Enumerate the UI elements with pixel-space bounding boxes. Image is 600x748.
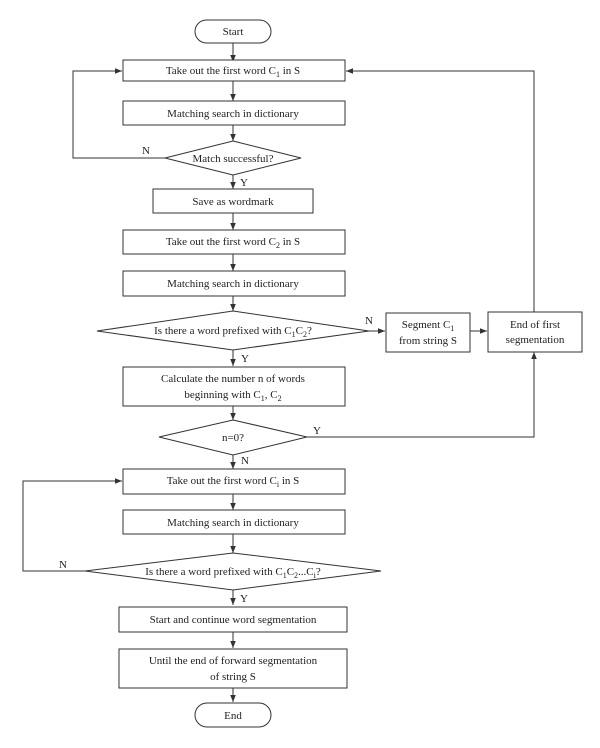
node-take-ci: Take out the first word Ci in S <box>122 468 346 495</box>
node-prefix-ci: Is there a word prefixed with C1C2...Ci? <box>84 552 382 591</box>
node-match2-label: Matching search in dictionary <box>167 278 299 290</box>
node-take-c1: Take out the first word C1 in S <box>122 59 346 82</box>
label-prefix-ci-yes: Y <box>240 593 248 605</box>
node-until-end-line1: Until the end of forward segmentation <box>149 655 318 667</box>
node-end-first-line2: segmentation <box>506 334 565 346</box>
node-prefix-c1c2: Is there a word prefixed with C1C2? <box>96 310 370 351</box>
node-end: End <box>194 702 272 728</box>
node-prefix-ci-label: Is there a word prefixed with C1C2...Ci? <box>145 566 321 580</box>
connectors <box>22 43 537 702</box>
node-take-c2-label: Take out the first word C2 in S <box>166 236 300 250</box>
node-calc-n-line2: beginning with C1, C2 <box>184 389 281 403</box>
label-match-yes: Y <box>240 177 248 189</box>
edge-nzero-yes <box>307 352 537 438</box>
node-match1: Matching search in dictionary <box>122 100 346 126</box>
node-end-first: End of first segmentation <box>487 311 583 353</box>
node-match2: Matching search in dictionary <box>122 270 346 297</box>
node-start-label: Start <box>223 26 244 38</box>
label-prefix-c1c2-no: N <box>365 315 373 327</box>
node-start-continue-label: Start and continue word segmentation <box>150 614 317 626</box>
label-prefix-c1c2-yes: Y <box>241 353 249 365</box>
node-until-end: Until the end of forward segmentation of… <box>118 648 348 689</box>
node-start-continue: Start and continue word segmentation <box>118 606 348 633</box>
node-start: Start <box>194 19 272 44</box>
node-n-zero: n=0? <box>158 419 308 456</box>
node-match-successful-label: Match successful? <box>193 153 274 165</box>
node-segment-c1-line2: from string S <box>399 335 457 347</box>
node-save-wordmark: Save as wordmark <box>152 188 314 214</box>
edge-match-no-loop <box>72 68 165 159</box>
node-match1-label: Matching search in dictionary <box>167 108 299 120</box>
label-prefix-ci-no: N <box>59 559 67 571</box>
node-end-label: End <box>224 710 242 722</box>
node-n-zero-label: n=0? <box>222 432 244 444</box>
node-match3-label: Matching search in dictionary <box>167 517 299 529</box>
node-prefix-c1c2-label: Is there a word prefixed with C1C2? <box>154 325 312 339</box>
node-match-successful: Match successful? <box>164 140 302 176</box>
edge-end-first-loop <box>346 68 535 312</box>
node-take-ci-label: Take out the first word Ci in S <box>167 475 300 489</box>
label-match-no: N <box>142 145 150 157</box>
node-save-wordmark-label: Save as wordmark <box>192 196 274 208</box>
node-take-c2: Take out the first word C2 in S <box>122 229 346 255</box>
node-segment-c1-line1: Segment C1 <box>402 319 455 333</box>
edge-prefix-ci-no-loop <box>22 478 122 572</box>
label-n-zero-yes: Y <box>313 425 321 437</box>
node-calc-n-line1: Calculate the number n of words <box>161 373 305 385</box>
node-match3: Matching search in dictionary <box>122 509 346 535</box>
node-segment-c1: Segment C1 from string S <box>385 312 471 353</box>
node-take-c1-label: Take out the first word C1 in S <box>166 65 300 79</box>
edge-labels: N Y N Y Y N N Y <box>59 145 373 605</box>
node-until-end-line2: of string S <box>210 671 256 683</box>
node-end-first-line1: End of first <box>510 319 560 331</box>
node-calc-n: Calculate the number n of words beginnin… <box>122 366 346 407</box>
label-n-zero-no: N <box>241 455 249 467</box>
